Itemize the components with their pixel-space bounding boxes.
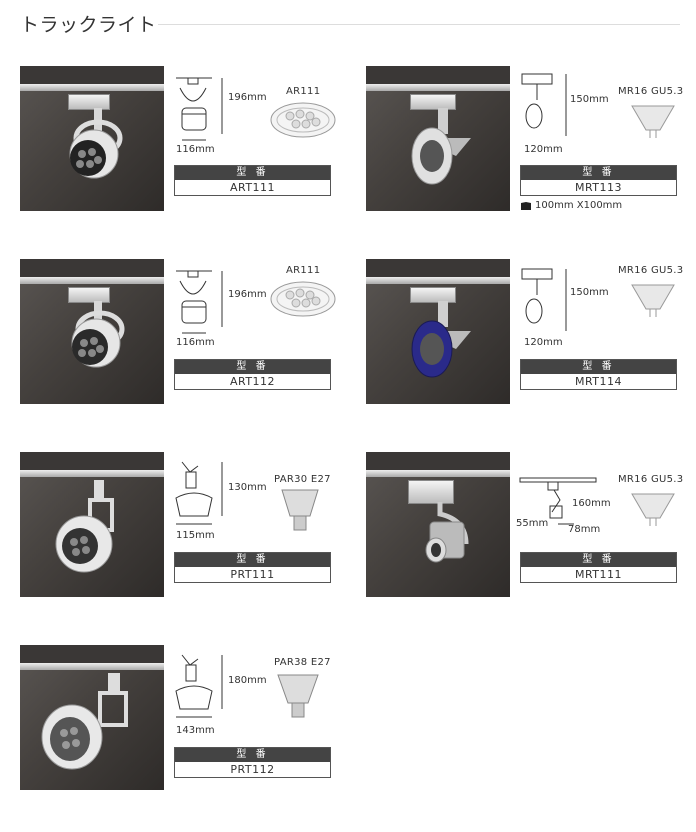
product-card-mrt111: 160mm 78mm 55mm MR16 GU5.3 型 番 MRT111 — [366, 452, 696, 597]
product-photo — [366, 452, 510, 597]
model-header: 型 番 — [175, 553, 330, 567]
width-dimension: 116mm — [176, 144, 215, 155]
spotlight-art112-image — [71, 301, 125, 368]
dimension-drawing — [521, 268, 567, 331]
model-header: 型 番 — [521, 360, 676, 374]
title-divider — [158, 24, 680, 25]
lamp-type: AR111 — [286, 86, 321, 97]
mounting-plate-icon — [521, 202, 531, 210]
height-dimension: 150mm — [570, 94, 609, 105]
product-card-art112: 196mm 116mm AR111 型 番 ART112 — [20, 259, 350, 404]
height-dimension: 130mm — [228, 482, 267, 493]
spotlight-art111-image — [69, 108, 123, 179]
product-card-prt112: 180mm 143mm PAR38 E27 型 番 PRT112 — [20, 645, 350, 790]
product-card-prt111: 130mm 115mm PAR30 E27 型 番 PRT111 — [20, 452, 350, 597]
product-photo — [366, 66, 510, 211]
model-number: MRT114 — [521, 374, 676, 389]
model-number: MRT111 — [521, 567, 676, 582]
model-box: 型 番 MRT113 — [520, 165, 677, 196]
depth-dimension: 55mm — [516, 518, 549, 529]
width-dimension: 120mm — [524, 337, 563, 348]
spotlight-prt111-image — [55, 480, 114, 573]
lamp-type: MR16 GU5.3 — [618, 474, 684, 485]
model-box: 型 番 ART111 — [174, 165, 331, 196]
spotlight-prt112-image — [41, 673, 128, 770]
ar111-lamp-icon — [270, 102, 336, 138]
lamp-type: MR16 GU5.3 — [618, 265, 684, 276]
width-dimension: 116mm — [176, 337, 215, 348]
model-box: 型 番 PRT111 — [174, 552, 331, 583]
lamp-type: MR16 GU5.3 — [618, 86, 684, 97]
model-header: 型 番 — [175, 360, 330, 374]
page-title: トラックライト — [20, 14, 157, 36]
mounting-note: 100mm X100mm — [535, 200, 623, 211]
product-card-art111: 196mm 116mm AR111 型 番 ART111 — [20, 66, 350, 211]
height-dimension: 160mm — [572, 498, 611, 509]
width-dimension: 120mm — [524, 144, 563, 155]
model-header: 型 番 — [175, 748, 330, 762]
product-photo — [20, 645, 164, 790]
model-number: ART111 — [175, 180, 330, 195]
height-dimension: 196mm — [228, 92, 267, 103]
model-number: PRT112 — [175, 762, 330, 777]
spotlight-mrt113-image — [411, 108, 471, 185]
dimension-drawing — [175, 461, 223, 525]
lamp-type: AR111 — [286, 265, 321, 276]
model-number: PRT111 — [175, 567, 330, 582]
product-photo — [20, 259, 164, 404]
product-photo — [20, 452, 164, 597]
product-photo — [366, 259, 510, 404]
model-header: 型 番 — [175, 166, 330, 180]
product-card-mrt114: 150mm 120mm MR16 GU5.3 型 番 MRT114 — [366, 259, 696, 404]
dimension-drawing — [175, 654, 223, 718]
model-box: 型 番 MRT111 — [520, 552, 677, 583]
mr16-lamp-icon — [631, 284, 675, 317]
model-box: 型 番 MRT114 — [520, 359, 677, 390]
model-number: MRT113 — [521, 180, 676, 195]
model-box: 型 番 ART112 — [174, 359, 331, 390]
par38-lamp-icon — [277, 674, 319, 718]
model-box: 型 番 PRT112 — [174, 747, 331, 778]
dimension-drawing — [176, 77, 223, 141]
lamp-type: PAR30 E27 — [274, 474, 331, 485]
height-dimension: 180mm — [228, 675, 267, 686]
width-dimension: 143mm — [176, 725, 215, 736]
model-header: 型 番 — [521, 553, 676, 567]
dimension-drawing — [519, 477, 597, 525]
dimension-drawing — [176, 270, 223, 334]
par30-lamp-icon — [281, 489, 319, 531]
mr16-lamp-icon — [631, 493, 675, 526]
product-photo — [20, 66, 164, 211]
model-header: 型 番 — [521, 166, 676, 180]
spotlight-mrt114-image — [411, 301, 471, 378]
height-dimension: 196mm — [228, 289, 267, 300]
height-dimension: 150mm — [570, 287, 609, 298]
model-number: ART112 — [175, 374, 330, 389]
ar111-lamp-icon — [270, 281, 336, 317]
product-card-mrt113: 150mm 120mm MR16 GU5.3 型 番 MRT113 100mm … — [366, 66, 696, 211]
dimension-drawing — [521, 73, 567, 136]
lamp-type: PAR38 E27 — [274, 657, 331, 668]
mr16-lamp-icon — [631, 105, 675, 138]
width-dimension: 115mm — [176, 530, 215, 541]
spotlight-mrt111-image — [425, 502, 469, 563]
width-dimension: 78mm — [568, 524, 601, 535]
